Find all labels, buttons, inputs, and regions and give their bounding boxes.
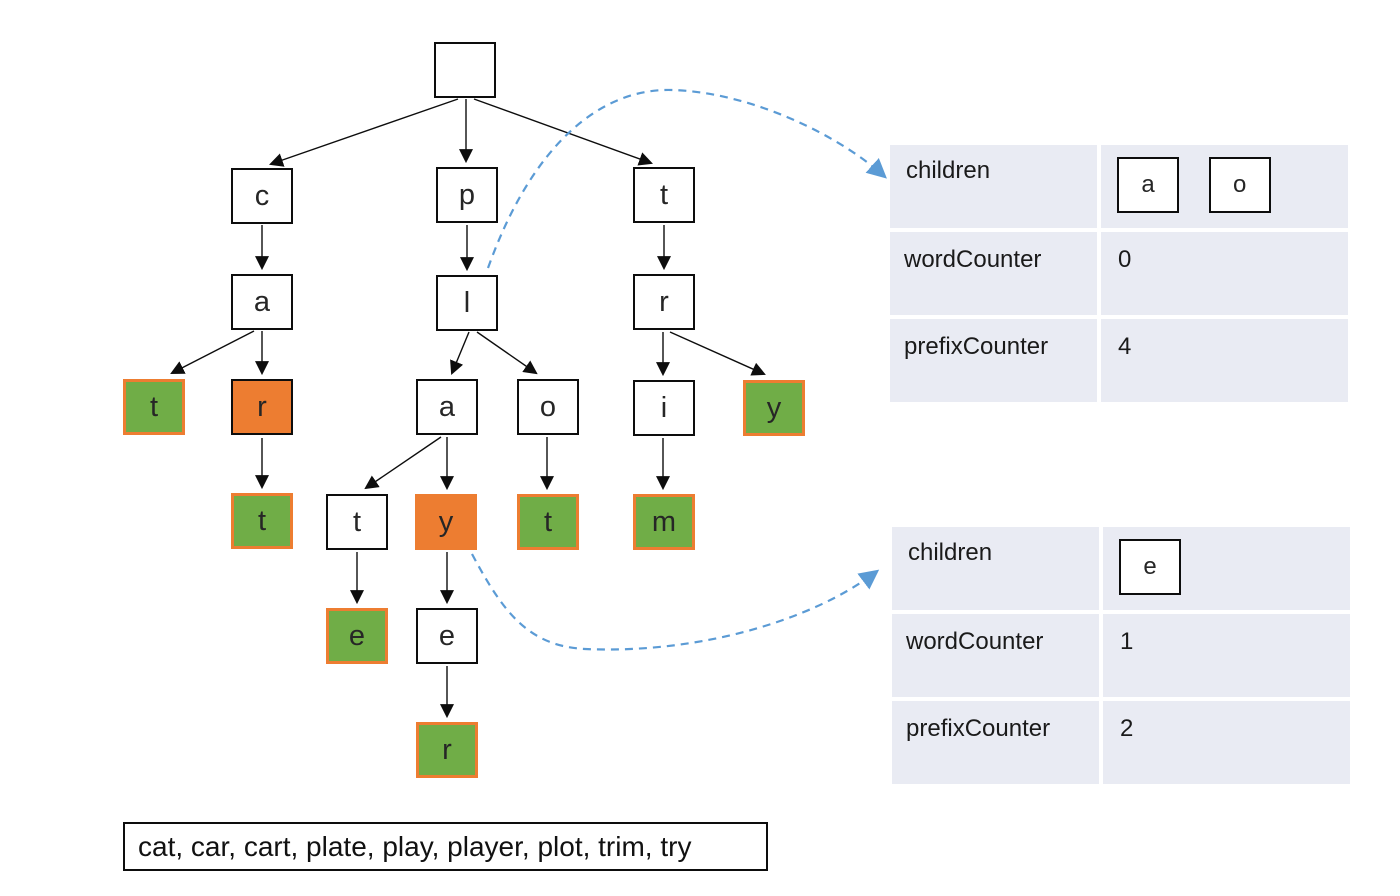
wordcounter-value: 1 (1103, 614, 1350, 697)
children-value-cell: a o (1101, 145, 1348, 228)
prefixcounter-value: 2 (1103, 701, 1350, 784)
node-info-table-l: children a o wordCounter 0 prefixCounter… (890, 145, 1348, 402)
children-value-cell: e (1103, 527, 1350, 610)
trie-node-t-plot: t (517, 494, 579, 550)
trie-node-root (434, 42, 496, 98)
child-node-box-a: a (1117, 157, 1179, 213)
table-row-label-children: children (892, 527, 1099, 610)
table-row-label-children: children (890, 145, 1097, 228)
table-row-label-prefixcounter: prefixCounter (892, 701, 1099, 784)
trie-node-y-try: y (743, 380, 805, 436)
trie-node-c: c (231, 168, 293, 224)
trie-node-t: t (633, 167, 695, 223)
table-row-label-prefixcounter: prefixCounter (890, 319, 1097, 402)
trie-node-i-tri: i (633, 380, 695, 436)
trie-node-r-car: r (231, 379, 293, 435)
table-row-label-wordcounter: wordCounter (892, 614, 1099, 697)
trie-node-e-playe: e (416, 608, 478, 664)
trie-node-y-play: y (415, 494, 477, 550)
trie-node-e-plate: e (326, 608, 388, 664)
trie-node-t-cart: t (231, 493, 293, 549)
word-list-box: cat, car, cart, plate, play, player, plo… (123, 822, 768, 871)
trie-node-a-pla: a (416, 379, 478, 435)
trie-node-l: l (436, 275, 498, 331)
pointer-arrow-y-to-table2 (471, 553, 880, 651)
table-row-label-wordcounter: wordCounter (890, 232, 1097, 315)
trie-node-t-plat: t (326, 494, 388, 550)
child-node-box-e: e (1119, 539, 1181, 595)
trie-node-r-player: r (416, 722, 478, 778)
trie-node-r-tr: r (633, 274, 695, 330)
trie-node-t-cat: t (123, 379, 185, 435)
trie-node-p: p (436, 167, 498, 223)
wordcounter-value: 0 (1101, 232, 1348, 315)
node-info-table-y: children e wordCounter 1 prefixCounter 2 (892, 527, 1350, 784)
trie-node-m-trim: m (633, 494, 695, 550)
child-node-box-o: o (1208, 157, 1271, 213)
trie-node-a-ca: a (231, 274, 293, 330)
prefixcounter-value: 4 (1101, 319, 1348, 402)
trie-node-o-plo: o (517, 379, 579, 435)
